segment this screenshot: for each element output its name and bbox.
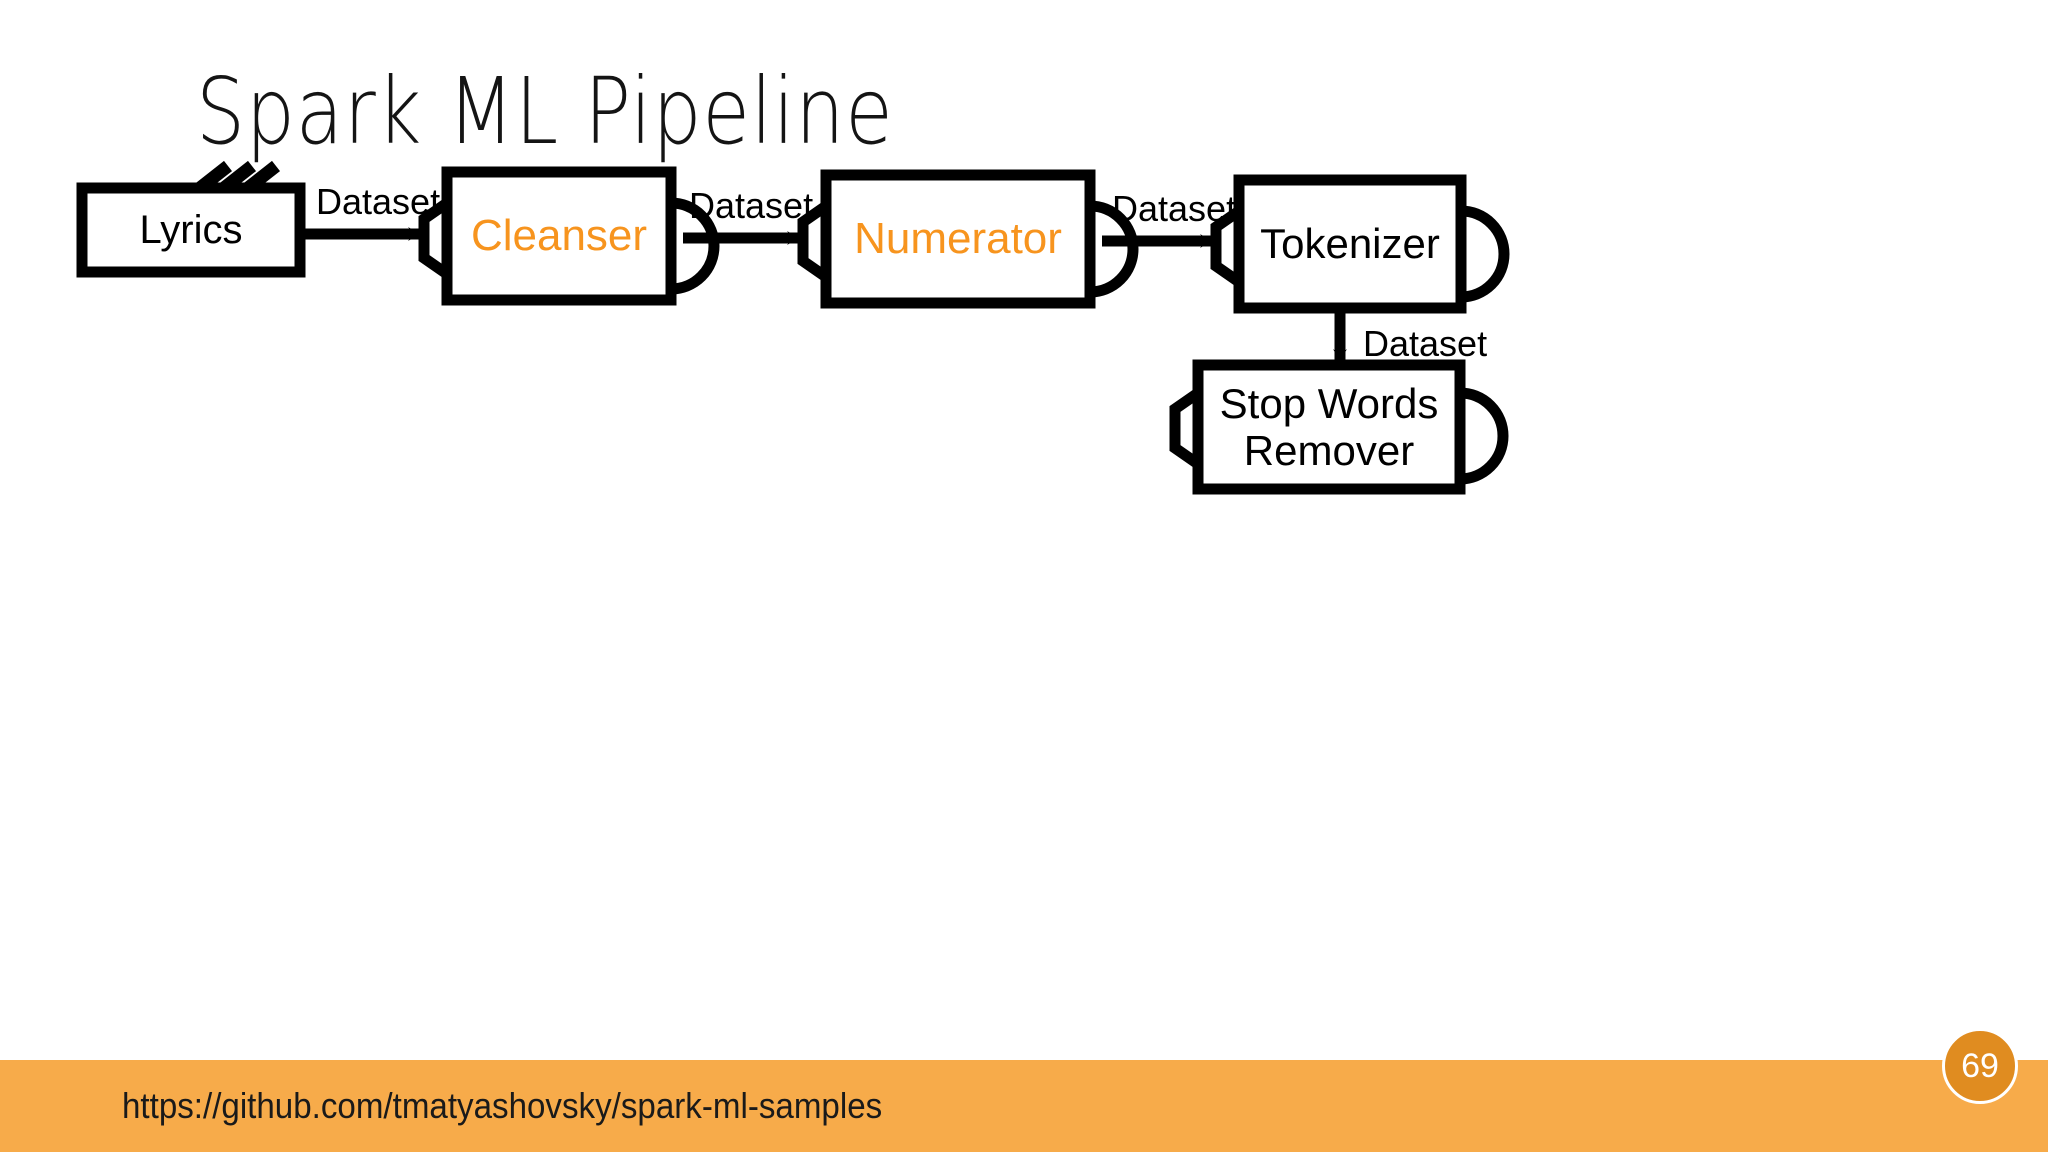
node-tokenizer-body [1233,174,1467,314]
data-source-hatch-icon [195,160,281,194]
node-stop-words-remover-body [1192,359,1466,495]
edge-label-lyrics-to-cleanser: Dataset [316,181,441,222]
node-cleanser-input-port [418,198,451,279]
node-stop-words-remover-output-port [1459,387,1509,485]
node-cleanser-output-port [670,197,720,295]
node-cleanser-body [441,166,677,306]
node-tokenizer[interactable] [1210,174,1510,314]
node-numerator-body [820,169,1096,309]
page-number-badge: 69 [1942,1028,2018,1104]
node-tokenizer-input-port [1210,206,1243,287]
footer-url-link[interactable]: https://github.com/tmatyashovsky/spark-m… [122,1085,883,1126]
node-tokenizer-output-port [1460,205,1510,303]
footer-bar: https://github.com/tmatyashovsky/spark-m… [0,1060,2048,1152]
node-numerator[interactable] [797,169,1139,309]
node-stop-words-remover[interactable] [1169,359,1509,495]
node-numerator-output-port [1089,200,1139,298]
node-cleanser[interactable] [418,166,720,306]
edge-label-cleanser-to-numerator: Dataset [689,185,814,226]
node-stop-words-remover-input-port [1169,388,1202,469]
node-numerator-input-port [797,201,830,282]
page-title: Spark ML Pipeline [196,58,894,165]
node-lyrics[interactable] [76,160,306,278]
edge-label-tokenizer-to-stop-words-remover: Dataset [1363,323,1488,364]
node-lyrics-body [76,182,306,278]
edge-label-numerator-to-tokenizer: Dataset [1112,188,1237,229]
